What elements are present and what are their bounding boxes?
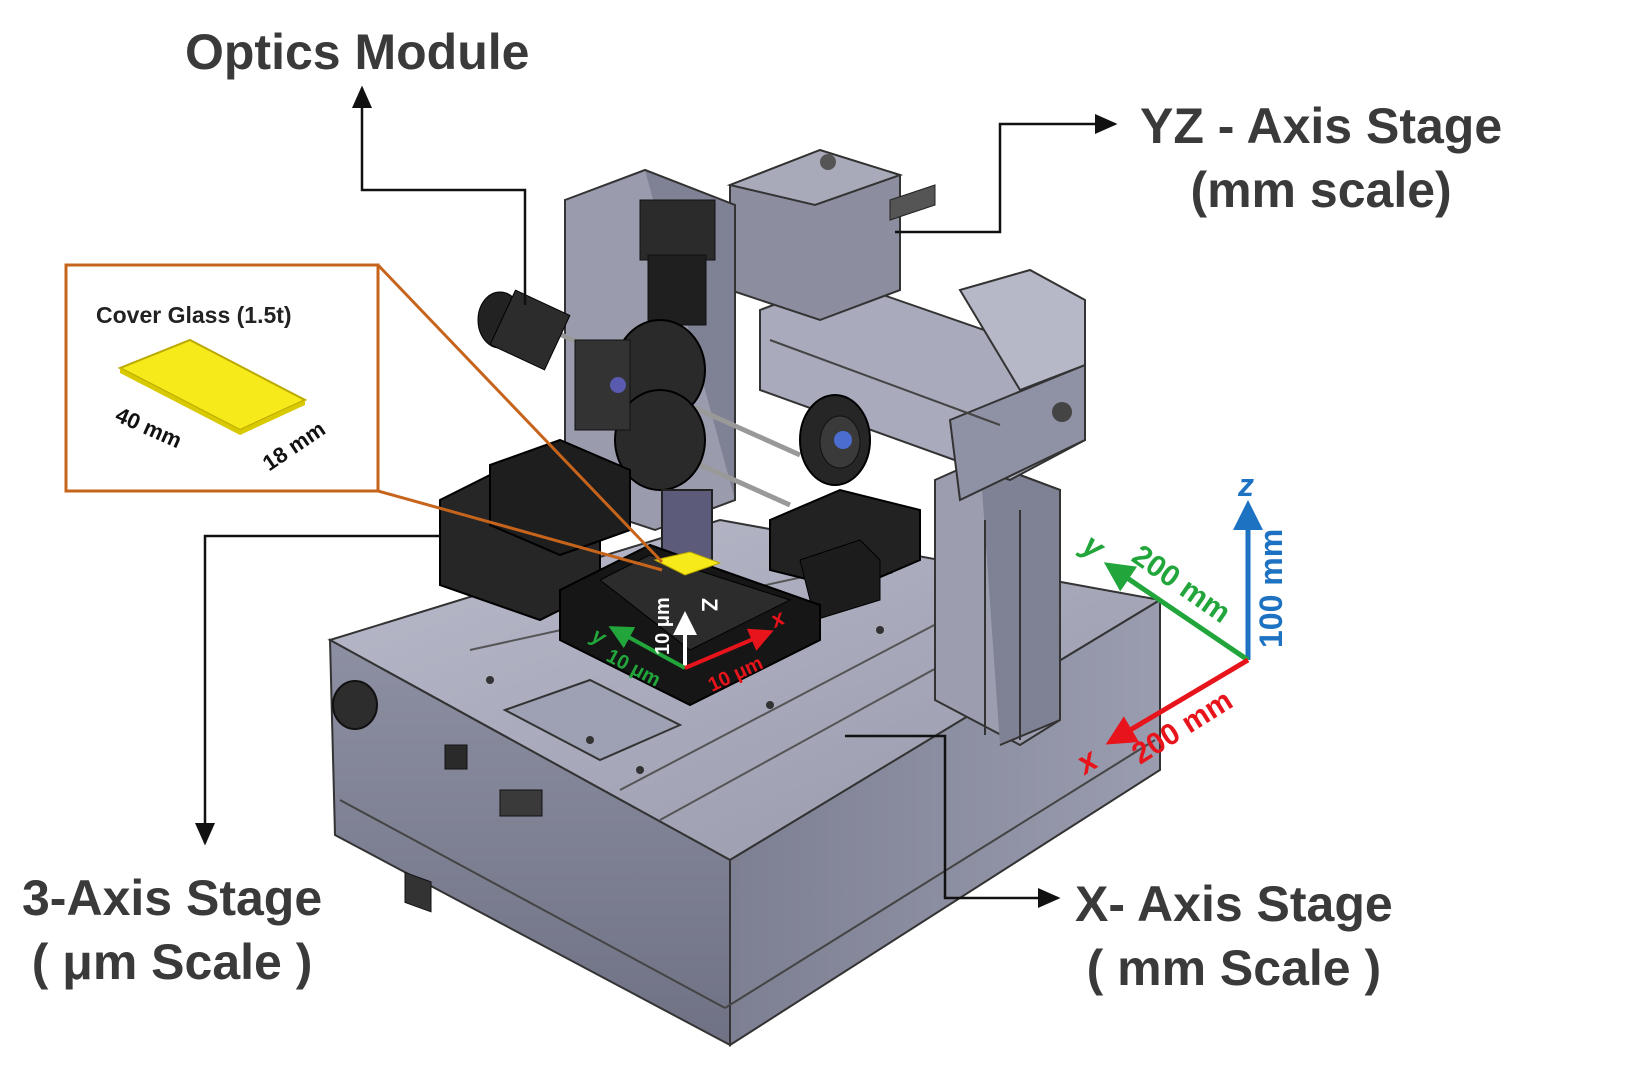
micro-z-letter: Z: [697, 598, 722, 611]
three-axis-stage-title: 3-Axis Stage: [22, 870, 323, 926]
micro-y-axis: [608, 626, 686, 670]
cover-glass-callout: [64, 263, 664, 572]
macro-y-axis: [1103, 562, 1250, 663]
x-stage-scale: ( mm Scale ): [1086, 940, 1382, 996]
optics-module-leader: [352, 85, 527, 305]
x-stage-title: X- Axis Stage: [1075, 876, 1393, 932]
yz-stage-column: [934, 458, 1061, 747]
yz-stage-scale: (mm scale): [1190, 162, 1452, 218]
macro-x-axis: [1105, 657, 1250, 745]
macro-z-letter: z: [1237, 467, 1254, 503]
optics-module: [477, 199, 871, 571]
three-axis-stage-label: 3-Axis Stage ( μm Scale ): [22, 866, 322, 994]
yz-stage-label: YZ - Axis Stage (mm scale): [1140, 94, 1502, 222]
three-axis-stage-leader: [195, 534, 440, 846]
macro-z-value: 100 mm: [1253, 529, 1289, 648]
x-stage-leader: [845, 734, 1061, 908]
optics-module-label: Optics Module: [185, 20, 529, 84]
micro-x-axis: [684, 628, 774, 670]
three-axis-stage-scale: ( μm Scale ): [31, 934, 313, 990]
yz-stage-gantry: [759, 268, 1086, 502]
cover-glass-title: Cover Glass (1.5t): [96, 302, 292, 328]
x-stage-label: X- Axis Stage ( mm Scale ): [1075, 872, 1393, 1000]
optics-module-text: Optics Module: [185, 24, 530, 80]
yz-stage-leader: [895, 114, 1118, 234]
yz-stage-motor: [726, 148, 936, 322]
macro-y-letter: y: [1074, 525, 1113, 567]
micro-z-value: 10 μm: [652, 597, 674, 655]
three-axis-stage: [439, 438, 921, 707]
leader-lines: [195, 85, 1118, 908]
yz-stage-title: YZ - Axis Stage: [1140, 98, 1503, 154]
cover-glass-inset-frame: [64, 263, 380, 493]
